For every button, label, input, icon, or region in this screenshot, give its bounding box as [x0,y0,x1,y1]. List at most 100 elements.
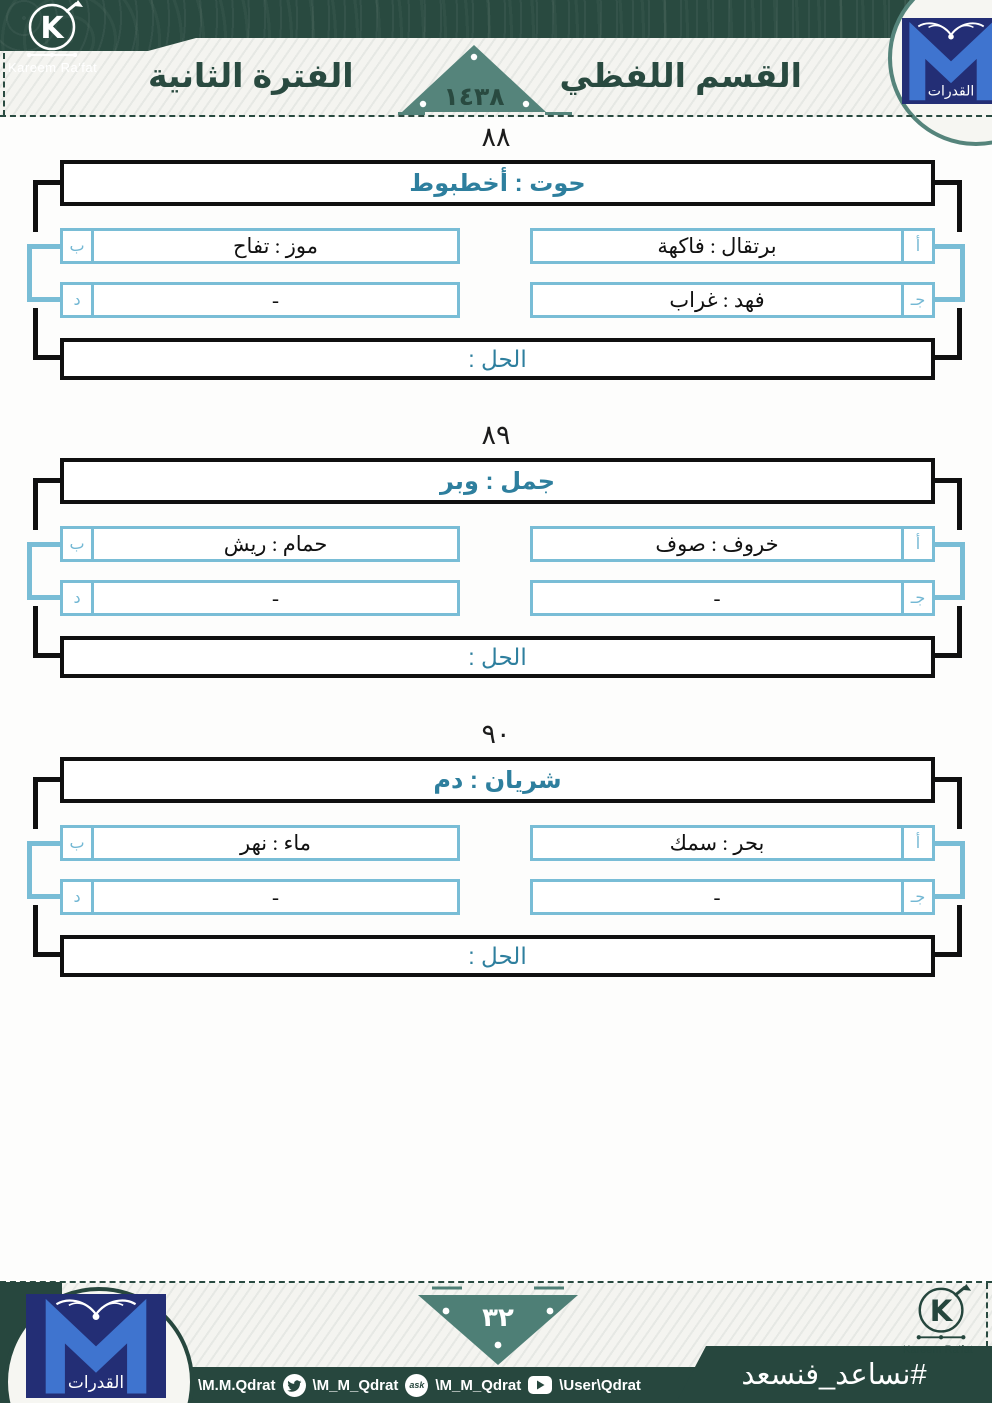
page-number-triangle: ٣٢ [418,1286,578,1365]
qudrat-logo-text: القدرات [928,84,974,100]
option-a-label: أ [901,828,932,858]
youtube-handle[interactable]: \User\Qdrat [559,1376,641,1394]
option-b-text: حمام : ريش [223,531,328,556]
solution-box[interactable]: الحل : [60,935,935,977]
facebook-handle[interactable]: \M.M.Qdrat [198,1376,276,1394]
dashed-border-bottom [0,1281,992,1283]
option-a-text: خروف : صوف [655,531,779,556]
question-stem: حوت : أخطبوط [409,169,586,197]
option-d-box[interactable]: د - [60,580,460,616]
bracket-top-right [935,478,962,530]
question-stem: شريان : دم [433,766,562,794]
option-c-label: جـ [901,583,932,613]
option-d-box[interactable]: د - [60,879,460,915]
qudrat-logo-text: القدرات [68,1372,124,1392]
option-d-text: - [272,884,279,909]
option-b-text: موز : تفاح [233,233,318,258]
brand-name-bottom: Kareem Ra'fat [903,1344,973,1356]
twitter-handle[interactable]: \M_M_Qdrat [312,1376,399,1394]
header-band [0,0,992,52]
question-stem-box: حوت : أخطبوط [60,160,935,206]
kareem-monogram-icon: K [26,0,83,58]
option-c-box[interactable]: فهد : غراب جـ [530,282,935,318]
solution-box[interactable]: الحل : [60,338,935,380]
question-stem-box: شريان : دم [60,757,935,803]
bracket-bottom-right [935,905,962,957]
option-d-text: - [272,585,279,610]
option-a-label: أ [901,529,932,559]
option-d-box[interactable]: د - [60,282,460,318]
option-c-text: - [713,585,721,610]
bracket-options-left [27,841,60,899]
bracket-bottom-left [33,308,60,360]
option-c-text: فهد : غراب [669,287,765,312]
option-d-label: د [63,882,94,912]
twitter-icon[interactable] [282,1373,306,1397]
bracket-top-right [935,180,962,232]
monogram-letter: K [930,1294,954,1328]
question-number: ٩٠ [481,719,511,749]
ask-icon[interactable]: ask [405,1373,429,1397]
hijri-year-triangle: ١٤٣٨ [402,45,546,112]
hashtag-text: #نساعد_فنسعد [741,1359,927,1391]
section-title: القسم اللفظي [559,57,802,94]
option-c-label: جـ [901,285,932,315]
qudrat-logo-top: القدرات [902,18,992,104]
option-d-label: د [63,285,94,315]
solution-label: الحل : [468,942,527,969]
question-block-88: ٨٨ حوت : أخطبوط برتقال : فاكهة أ ب موز :… [0,122,992,388]
bracket-options-left [27,542,60,600]
hijri-year: ١٤٣٨ [443,82,504,111]
option-b-label: ب [63,529,94,559]
qudrat-logo-bottom: القدرات [26,1294,166,1398]
period-title: الفترة الثانية [148,57,354,94]
dashed-border-bottomright [986,1283,988,1347]
book-m-icon: القدرات [909,22,992,101]
question-number: ٨٨ [481,122,511,152]
triangle-dash-right [545,112,572,115]
bracket-top-left [33,180,60,232]
option-a-box[interactable]: بحر : سمك أ [530,825,935,861]
bracket-options-right [932,841,965,899]
ask-handle[interactable]: \M_M_Qdrat [435,1376,522,1394]
bracket-top-right [935,777,962,829]
bracket-bottom-right [935,308,962,360]
option-b-label: ب [63,231,94,261]
bracket-top-left [33,478,60,530]
page-number: ٣٢ [482,1303,514,1333]
option-b-box[interactable]: ب موز : تفاح [60,228,460,264]
solution-box[interactable]: الحل : [60,636,935,678]
social-links-row: f \M.M.Qdrat \M_M_Qdrat ask \M_M_Qdrat \… [168,1367,641,1403]
question-stem: جمل : وبر [440,467,555,495]
question-block-89: ٨٩ جمل : وبر خروف : صوف أ ب حمام : ريش -… [0,420,992,686]
option-a-box[interactable]: برتقال : فاكهة أ [530,228,935,264]
option-c-box[interactable]: - جـ [530,580,935,616]
option-c-box[interactable]: - جـ [530,879,935,915]
option-b-text: ماء : نهر [240,830,311,855]
option-a-box[interactable]: خروف : صوف أ [530,526,935,562]
monogram-letter: K [40,11,65,46]
option-c-label: جـ [901,882,932,912]
kareem-monogram-icon-bottom: K [916,1284,972,1340]
question-stem-box: جمل : وبر [60,458,935,504]
bracket-bottom-left [33,606,60,658]
option-a-label: أ [901,231,932,261]
option-b-label: ب [63,828,94,858]
option-a-text: بحر : سمك [669,830,765,855]
bracket-options-right [932,542,965,600]
question-block-90: ٩٠ شريان : دم بحر : سمك أ ب ماء : نهر - … [0,719,992,985]
bracket-top-left [33,777,60,829]
brand-name-top: Kareem Ra'fat [8,60,98,75]
bracket-options-right [932,244,965,302]
dashed-border-topleft [3,53,5,116]
question-number: ٨٩ [481,420,511,450]
solution-label: الحل : [468,643,527,670]
solution-label: الحل : [468,345,527,372]
bracket-bottom-right [935,606,962,658]
option-a-text: برتقال : فاكهة [657,233,777,258]
option-b-box[interactable]: ب ماء : نهر [60,825,460,861]
youtube-icon[interactable] [528,1376,553,1394]
option-d-text: - [272,287,279,312]
option-b-box[interactable]: ب حمام : ريش [60,526,460,562]
book-m-icon: القدرات [45,1298,147,1394]
